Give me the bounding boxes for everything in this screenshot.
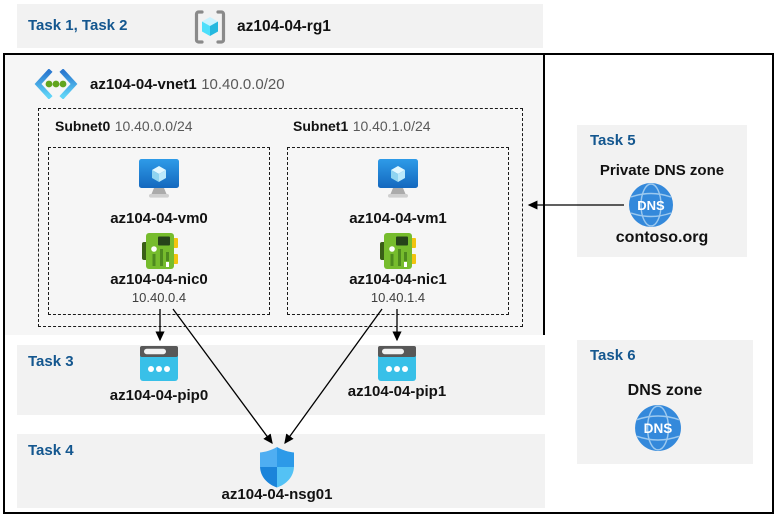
subnet0-box <box>48 147 270 315</box>
vnet-cidr: 10.40.0.0/20 <box>201 76 285 93</box>
pip0-icon <box>140 346 178 381</box>
dns-zone-icon: DNS <box>635 405 681 451</box>
vnet-name: az104-04-vnet1 <box>90 76 197 93</box>
nic0-label: az104-04-nic0 <box>110 271 208 288</box>
nic1-label: az104-04-nic1 <box>349 271 447 288</box>
task6-box: Task 6 DNS zone DNS <box>577 340 753 464</box>
private-dns-zone-name: contoso.org <box>615 229 709 246</box>
vnet-region <box>5 55 545 335</box>
private-dns-zone-title: Private DNS zone <box>599 162 725 179</box>
subnet0-cidr: 10.40.0.0/24 <box>114 118 193 134</box>
task3-label: Task 3 <box>28 353 74 370</box>
vm1-label: az104-04-vm1 <box>349 210 447 227</box>
subnet0-title: Subnet0 10.40.0.0/24 <box>55 118 193 136</box>
task5-box: Task 5 Private DNS zone DNS contoso.org <box>577 125 747 257</box>
vm1-icon <box>378 159 418 198</box>
nic1-ip: 10.40.1.4 <box>370 290 426 305</box>
subnet1-cidr: 10.40.1.0/24 <box>352 118 431 134</box>
pip1-icon <box>378 346 416 381</box>
task6-label: Task 6 <box>590 347 636 364</box>
private-dns-icon: DNS <box>629 183 673 227</box>
dns-zone-icon-text: DNS <box>644 421 673 436</box>
subnet1-title: Subnet1 10.40.1.0/24 <box>293 118 431 136</box>
subnet1-name: Subnet1 <box>293 118 349 134</box>
nic0-ip: 10.40.0.4 <box>131 290 187 305</box>
subnet0-name: Subnet0 <box>55 118 111 134</box>
subnets-group-box <box>38 108 523 327</box>
top-band: Task 1, Task 2 az104-04-rg1 <box>17 4 543 48</box>
nsg-icon <box>260 447 294 488</box>
vm0-label: az104-04-vm0 <box>110 210 208 227</box>
task-1-2-label: Task 1, Task 2 <box>28 17 128 34</box>
pip0-label: az104-04-pip0 <box>109 387 209 404</box>
nic1-icon <box>380 233 416 269</box>
nic0-icon <box>142 233 178 269</box>
virtual-network-icon <box>34 69 78 99</box>
task5-label: Task 5 <box>590 132 636 149</box>
vnet-title: az104-04-vnet1 10.40.0.0/20 <box>90 76 285 94</box>
pip1-label: az104-04-pip1 <box>347 383 447 400</box>
private-dns-icon-text: DNS <box>637 198 665 213</box>
task3-band: Task 3 <box>17 345 545 415</box>
vm0-icon <box>139 159 179 198</box>
nsg-label: az104-04-nsg01 <box>221 486 333 503</box>
dns-zone-title: DNS zone <box>627 382 703 399</box>
subnet1-box <box>287 147 509 315</box>
task4-label: Task 4 <box>28 442 74 459</box>
resource-group-icon <box>194 10 226 44</box>
resource-group-name: az104-04-rg1 <box>237 18 331 35</box>
